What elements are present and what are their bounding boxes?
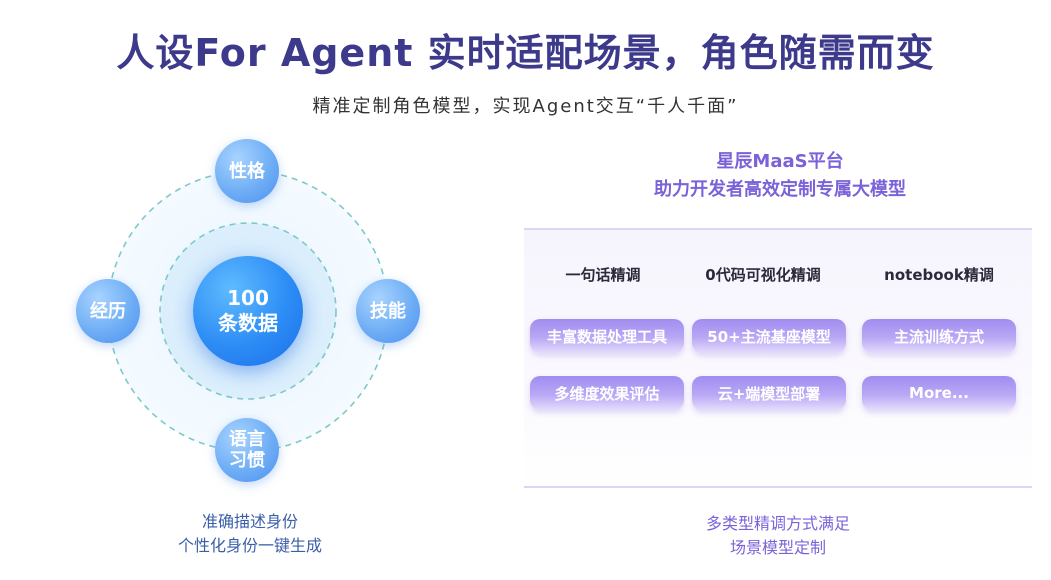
right-caption-line1: 多类型精调方式满足 [705, 514, 850, 533]
right-caption-line2: 场景模型定制 [729, 538, 826, 557]
tag-base-models: 50+主流基座模型 [692, 319, 846, 353]
column-header-one-sentence: 一句话精调 [565, 266, 641, 284]
tag-training-methods: 主流训练方式 [862, 319, 1016, 353]
node-skills: 技能 [356, 279, 420, 343]
finetune-panel: 一句话精调 0代码可视化精调 notebook精调 丰富数据处理工具 50+主流… [524, 228, 1032, 488]
center-node-label: 条数据 [218, 311, 278, 335]
node-language-habit: 语言 习惯 [215, 418, 279, 482]
left-caption-line1: 准确描述身份 [201, 512, 298, 531]
platform-title: 星辰MaaS平台 助力开发者高效定制专属大模型 [654, 151, 906, 200]
center-node: 100 条数据 [193, 256, 303, 366]
column-header-notebook: notebook精调 [884, 266, 994, 284]
node-experience: 经历 [76, 279, 140, 343]
persona-diagram: 100 条数据 性格 经历 技能 语言 习惯 准确描述身份 个性化身份一键生成 [0, 0, 520, 580]
page-subtitle: 精准定制角色模型，实现Agent交互“千人千面” [312, 96, 739, 117]
node-personality: 性格 [215, 139, 279, 203]
tag-more: More... [862, 376, 1016, 410]
column-header-zero-code: 0代码可视化精调 [705, 266, 821, 284]
tag-deployment: 云+端模型部署 [692, 376, 846, 410]
tag-data-tools: 丰富数据处理工具 [530, 319, 684, 353]
tag-evaluation: 多维度效果评估 [530, 376, 684, 410]
center-node-number: 100 [227, 286, 269, 310]
left-caption-line2: 个性化身份一键生成 [177, 536, 322, 555]
page-title: 人设For Agent 实时适配场景，角色随需而变 [116, 31, 935, 75]
